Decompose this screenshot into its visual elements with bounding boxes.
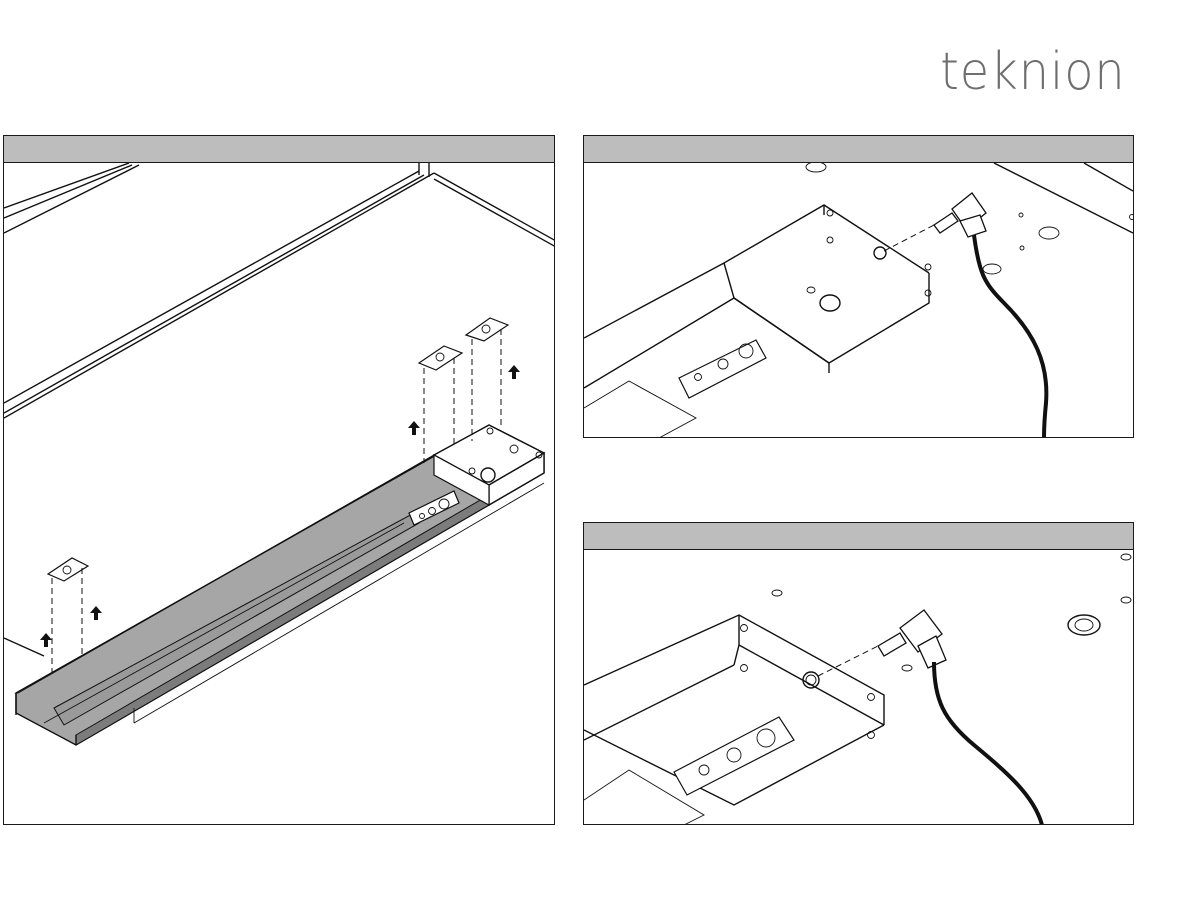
plug-seated-illustration bbox=[584, 550, 1133, 825]
teknion-logo: teknion bbox=[940, 46, 1126, 98]
mounting-illustration bbox=[4, 163, 554, 823]
mounting-clip-icon bbox=[466, 318, 508, 441]
end-cap-housing bbox=[584, 615, 884, 825]
panel-header-bar bbox=[584, 523, 1133, 550]
up-arrow-icon bbox=[40, 633, 52, 647]
power-plug-icon bbox=[818, 610, 946, 676]
plug-connection-illustration bbox=[584, 163, 1133, 438]
worksurface-edge bbox=[772, 554, 1131, 671]
instruction-panel-mounting bbox=[3, 135, 555, 825]
up-arrow-icon bbox=[408, 421, 420, 435]
power-plug-icon bbox=[884, 193, 986, 251]
instruction-panel-plug-seated bbox=[583, 522, 1134, 825]
instruction-panel-plug-connect bbox=[583, 135, 1134, 438]
panel-header-bar bbox=[4, 136, 554, 163]
power-cord-icon bbox=[934, 662, 1042, 825]
up-arrow-icon bbox=[90, 606, 102, 620]
up-arrow-icon bbox=[508, 365, 520, 379]
panel-header-bar bbox=[584, 136, 1133, 163]
end-cap-housing bbox=[584, 205, 931, 438]
